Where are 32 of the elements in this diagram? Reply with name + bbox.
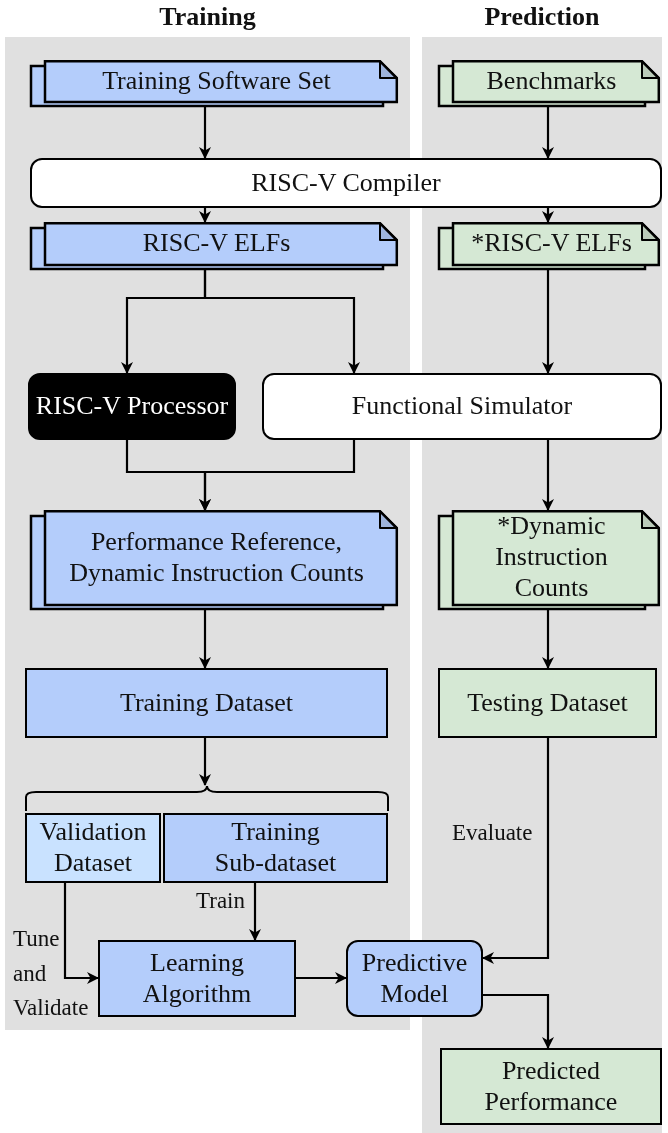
brace xyxy=(25,785,389,811)
arrow xyxy=(542,270,554,374)
arrow xyxy=(63,883,99,984)
process-box: Training Sub-dataset xyxy=(163,813,388,883)
arrow xyxy=(542,208,554,223)
process-box: Validation Dataset xyxy=(25,813,161,883)
arrow xyxy=(542,610,554,669)
arrow xyxy=(203,270,360,374)
arrow xyxy=(199,107,211,159)
process-box: Testing Dataset xyxy=(438,668,657,738)
process-box: RISC-V Processor xyxy=(28,373,236,440)
arrow xyxy=(542,107,554,159)
edge-label: Evaluate xyxy=(452,819,534,847)
process-box: Learning Algorithm xyxy=(98,940,296,1017)
panel-heading: Prediction xyxy=(483,3,601,32)
arrow xyxy=(296,972,347,984)
arrow xyxy=(199,440,356,511)
process-box: Predicted Performance xyxy=(440,1048,662,1125)
edge-label: Tune and Validate xyxy=(13,925,90,1022)
arrow xyxy=(199,208,211,223)
arrow xyxy=(249,883,261,941)
arrow xyxy=(483,993,554,1049)
process-box: RISC-V Compiler xyxy=(30,158,662,208)
arrow xyxy=(199,610,211,669)
arrow xyxy=(482,738,550,964)
arrow xyxy=(542,440,554,511)
process-box: Predictive Model xyxy=(346,940,483,1017)
arrow xyxy=(199,738,211,786)
panel-heading: Training xyxy=(158,3,257,32)
process-box: Training Dataset xyxy=(25,668,388,738)
edge-label: Train xyxy=(196,887,246,915)
process-box: Functional Simulator xyxy=(262,373,662,440)
